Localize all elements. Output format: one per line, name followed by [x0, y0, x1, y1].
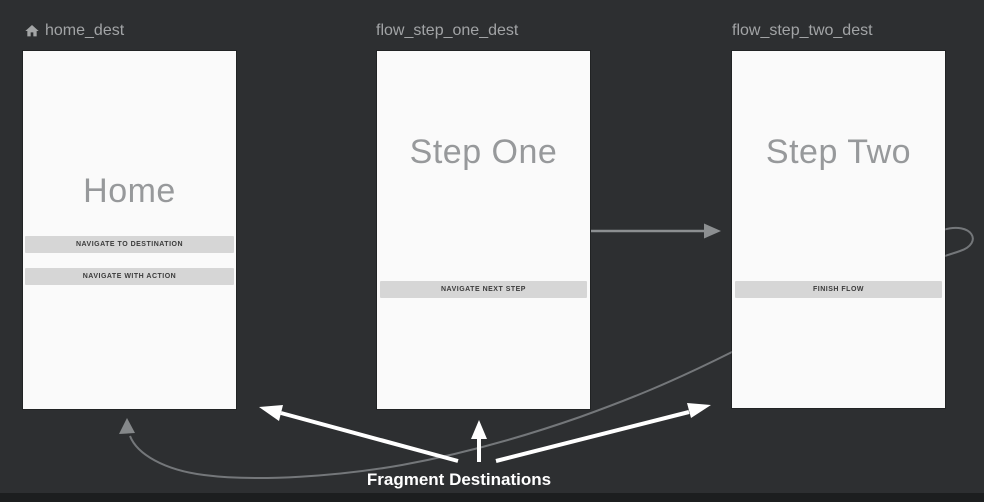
destination-card-step-one[interactable]: Step One NAVIGATE NEXT STEP	[377, 51, 590, 409]
window-bottom-edge	[0, 493, 984, 502]
destination-label: flow_step_one_dest	[376, 22, 519, 39]
preview-button-navigate-next-step: NAVIGATE NEXT STEP	[380, 281, 587, 298]
edge-arrowhead-icon	[704, 223, 721, 239]
fragment-destinations-annotation: Fragment Destinations	[366, 470, 552, 489]
edge-arrowhead-icon	[119, 418, 135, 434]
preview-button-navigate-with-action: NAVIGATE WITH ACTION	[25, 268, 234, 285]
destination-card-step-two[interactable]: Step Two FINISH FLOW	[732, 51, 945, 408]
preview-title: Step Two	[765, 133, 912, 171]
destination-header-home: home_dest	[24, 21, 124, 41]
home-icon	[24, 23, 40, 39]
destination-header-step-one: flow_step_one_dest	[376, 21, 518, 41]
preview-title: Step One	[409, 133, 558, 171]
destination-label: flow_step_two_dest	[732, 22, 873, 39]
action-edge-step-one-to-step-two[interactable]	[591, 223, 721, 239]
destination-card-home[interactable]: Home NAVIGATE TO DESTINATION NAVIGATE WI…	[23, 51, 236, 409]
destination-header-step-two: flow_step_two_dest	[732, 21, 873, 41]
destination-label: home_dest	[45, 22, 125, 39]
preview-title: Home	[83, 172, 176, 210]
preview-button-finish-flow: FINISH FLOW	[735, 281, 942, 298]
preview-button-navigate-to-destination: NAVIGATE TO DESTINATION	[25, 236, 234, 253]
